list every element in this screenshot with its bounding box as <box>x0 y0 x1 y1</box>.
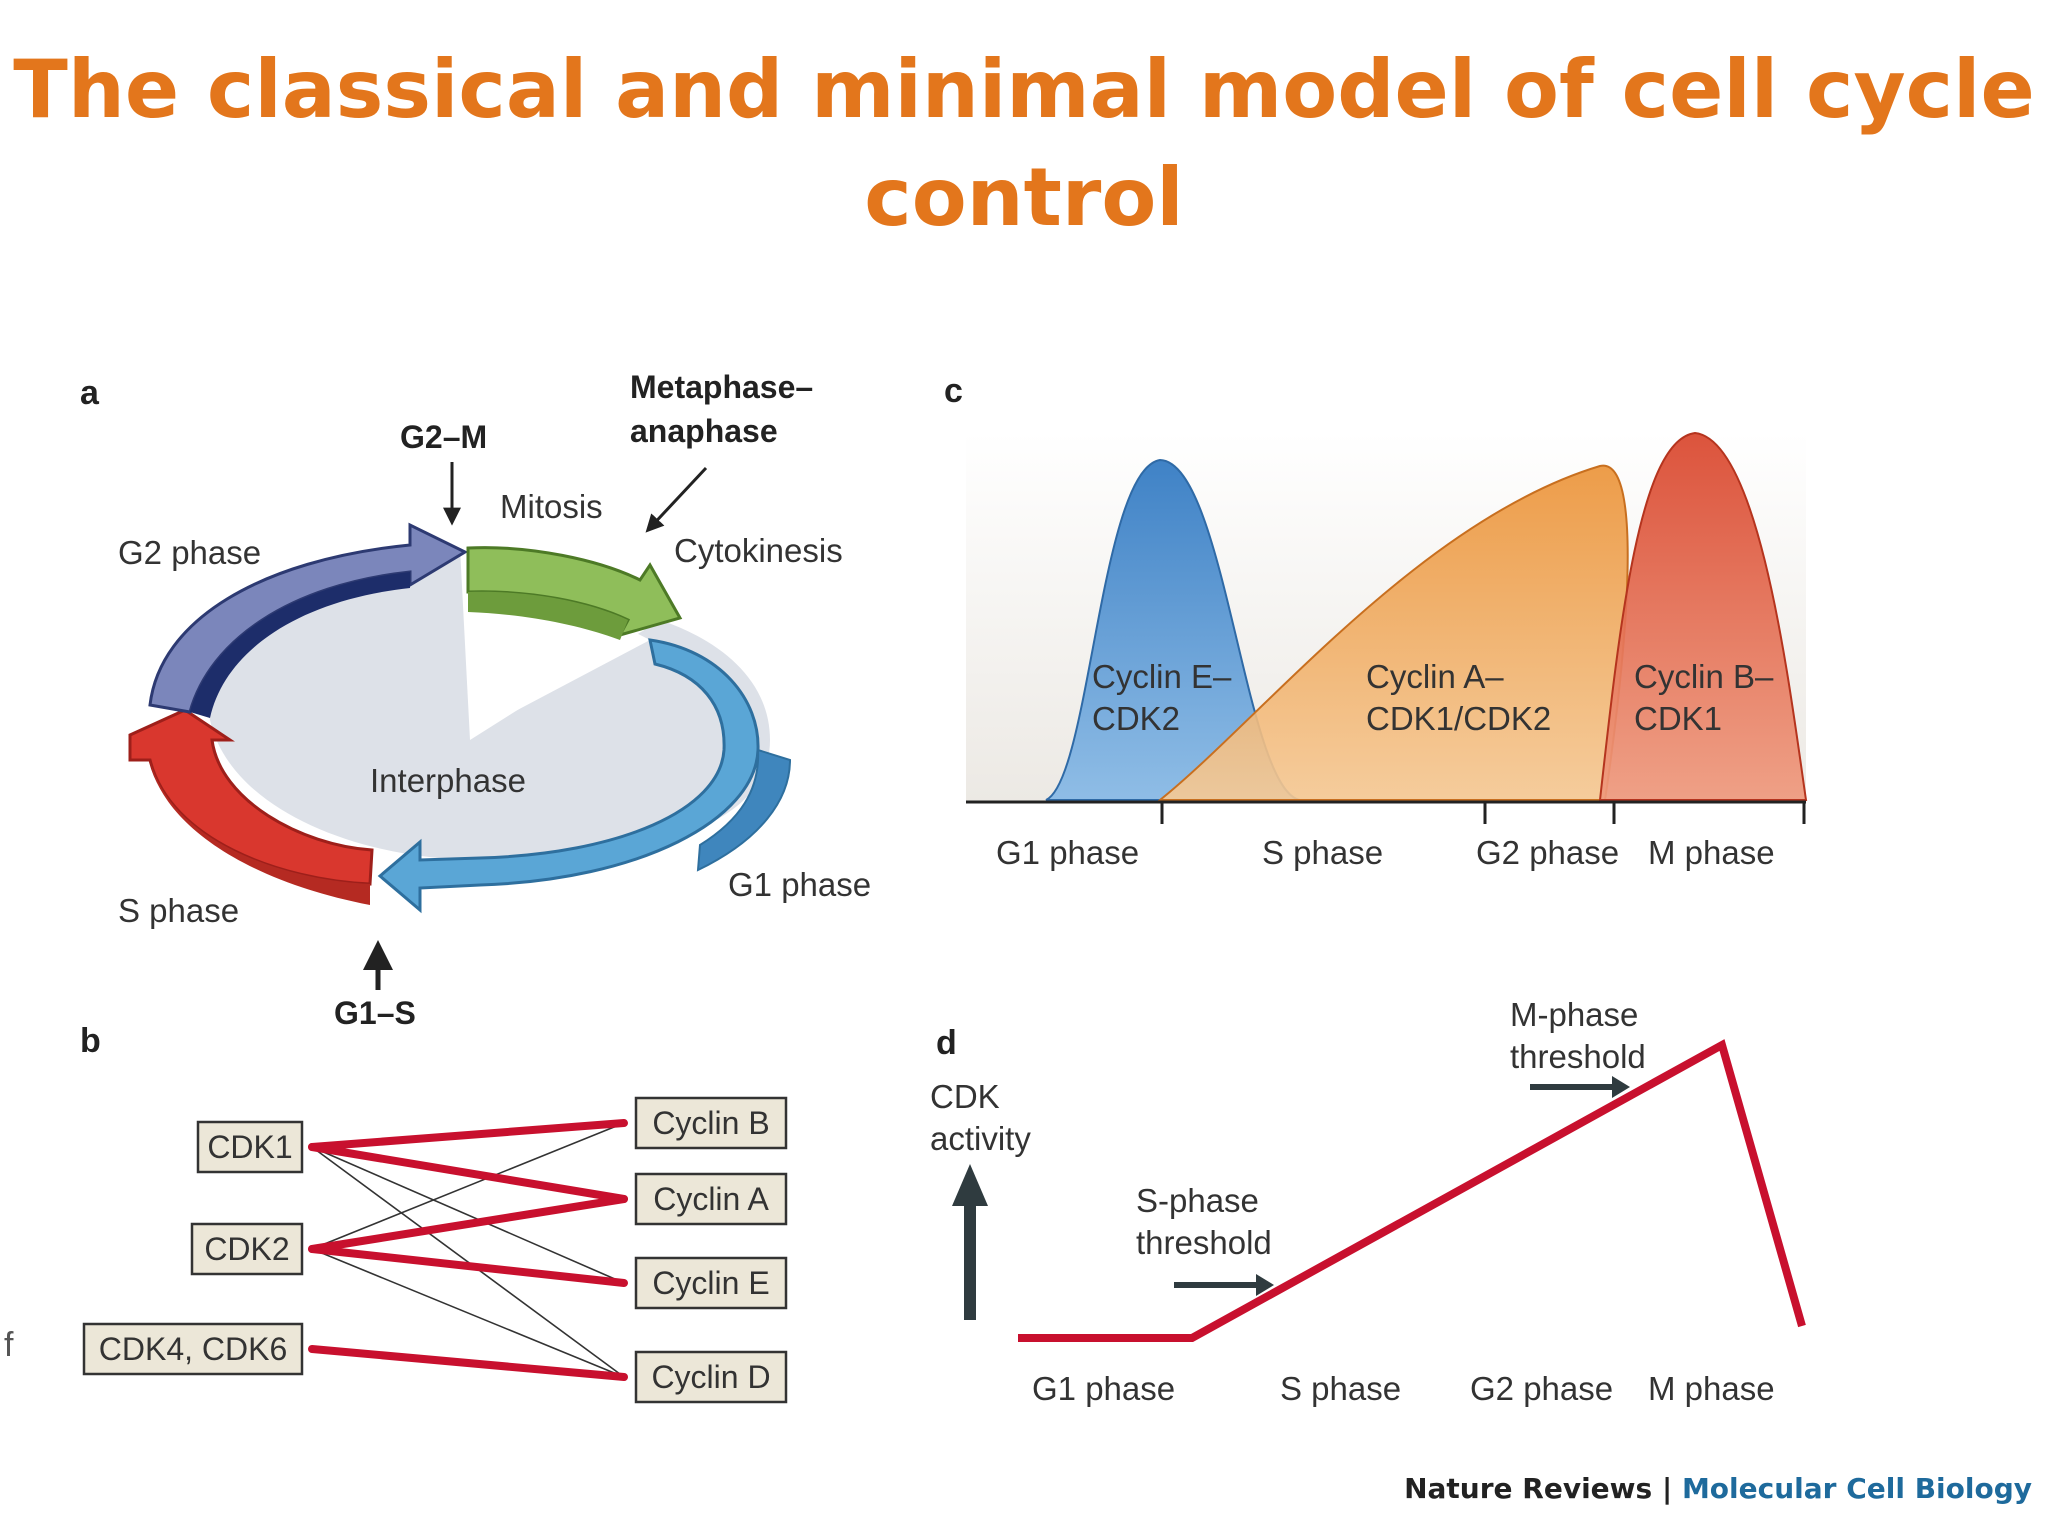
s-threshold-label-1: S-phase <box>1136 1182 1259 1219</box>
stray-mark-f: f <box>4 1326 14 1364</box>
s-phase-arrow-side <box>150 760 370 905</box>
cdk-activity-arrow-head <box>952 1164 988 1206</box>
title-line-2: control <box>864 151 1184 244</box>
primary-link-cdk4-cdk6-cyclin-d <box>308 1345 628 1381</box>
panel-a: a G2–M Metaphase– anaphase G1–S Mitosis … <box>80 369 871 1031</box>
primary-link-cdk2-cyclin-a <box>308 1195 628 1253</box>
panel-d-letter: d <box>936 1024 957 1062</box>
cyclin-box-cyclin-b <box>634 1096 788 1150</box>
cdk-label-cdk4-cdk6: CDK4, CDK6 <box>99 1331 288 1367</box>
metaphase-anaphase-arrow <box>645 466 708 533</box>
minor-link-cdk1-cyclin-e <box>311 1146 625 1284</box>
g2-phase-arrow-side <box>190 572 410 718</box>
cyclin-b-curve <box>1598 431 1808 801</box>
cdk-activity-label-1: CDK <box>930 1078 1000 1115</box>
credit-publisher: Nature Reviews <box>1404 1472 1653 1505</box>
g2m-checkpoint-label: G2–M <box>400 419 487 455</box>
panel-d-phase-m: M phase <box>1648 1370 1775 1407</box>
s-threshold-label-2: threshold <box>1136 1224 1272 1261</box>
g1-phase-label: G1 phase <box>728 866 871 903</box>
metaphase-anaphase-label-1: Metaphase– <box>630 369 813 405</box>
interphase-disc <box>207 548 770 860</box>
m-threshold-label-1: M-phase <box>1510 996 1638 1033</box>
credit-journal: Molecular Cell Biology <box>1681 1472 2032 1505</box>
g1s-checkpoint-label: G1–S <box>334 995 416 1031</box>
cyclin-box-cyclin-a <box>634 1172 788 1226</box>
panel-c-phase-m: M phase <box>1648 834 1775 871</box>
cdk-box-cdk4-cdk6 <box>82 1322 304 1376</box>
minor-link-cdk2-cyclin-b <box>311 1122 625 1250</box>
cyclin-box-cyclin-d <box>634 1350 788 1404</box>
panel-d-phase-s: S phase <box>1280 1370 1401 1407</box>
minor-link-cdk2-cyclin-d <box>311 1248 625 1378</box>
primary-link-cdk1-cyclin-b <box>308 1119 628 1151</box>
mitosis-arrow-side <box>468 591 628 640</box>
page-title: The classical and minimal model of cell … <box>0 36 2048 252</box>
cyclin-b-label-1: Cyclin B– <box>1634 658 1774 695</box>
cdk-box-cdk2 <box>190 1222 304 1276</box>
cyclin-label-cyclin-a: Cyclin A <box>653 1181 769 1217</box>
panel-b-links <box>308 1119 628 1381</box>
cdk-box-cdk1 <box>196 1120 304 1174</box>
mitosis-arrow <box>466 546 683 638</box>
mitosis-label: Mitosis <box>500 488 603 525</box>
m-threshold-arrow <box>1530 1076 1630 1098</box>
cyclin-label-cyclin-b: Cyclin B <box>652 1105 769 1141</box>
cyclin-label-cyclin-d: Cyclin D <box>651 1359 770 1395</box>
figure-credit: Nature Reviews | Molecular Cell Biology <box>1404 1472 2032 1505</box>
m-threshold-label-2: threshold <box>1510 1038 1646 1075</box>
cdk-label-cdk2: CDK2 <box>204 1231 289 1267</box>
s-phase-label: S phase <box>118 892 239 929</box>
panel-c-phase-s: S phase <box>1262 834 1383 871</box>
panel-d: d CDK activity S-phase threshold M-phase… <box>930 996 1806 1407</box>
s-phase-arrow <box>128 708 374 886</box>
cyclin-e-label-1: Cyclin E– <box>1092 658 1232 695</box>
cytokinesis-label: Cytokinesis <box>674 532 843 569</box>
title-line-1: The classical and minimal model of cell … <box>13 43 2035 136</box>
primary-link-cdk2-cyclin-e <box>308 1245 628 1287</box>
cyclin-box-cyclin-e <box>634 1256 788 1310</box>
s-threshold-arrow <box>1174 1274 1274 1296</box>
interphase-label: Interphase <box>370 762 526 799</box>
cyclin-a-label-1: Cyclin A– <box>1366 658 1504 695</box>
primary-link-cdk1-cyclin-a <box>308 1143 628 1203</box>
panel-d-phase-g2: G2 phase <box>1470 1370 1613 1407</box>
cdk-activity-label-2: activity <box>930 1120 1031 1157</box>
panel-c-phase-g2: G2 phase <box>1476 834 1619 871</box>
cyclin-label-cyclin-e: Cyclin E <box>652 1265 769 1301</box>
panel-c-letter: c <box>944 372 963 410</box>
panel-c-phase-g1: G1 phase <box>996 834 1139 871</box>
panel-d-phase-g1: G1 phase <box>1032 1370 1175 1407</box>
cdk-activity-line <box>1018 1039 1806 1342</box>
cdk-activity-arrow-shaft <box>964 1200 976 1320</box>
metaphase-anaphase-label-2: anaphase <box>630 413 778 449</box>
panel-a-letter: a <box>80 374 100 412</box>
g2-phase-label: G2 phase <box>118 534 261 571</box>
panel-b-letter: b <box>80 1022 101 1060</box>
credit-separator: | <box>1661 1472 1673 1505</box>
g1-phase-arrow-side <box>696 748 792 872</box>
cdk-label-cdk1: CDK1 <box>207 1129 292 1165</box>
g1-phase-arrow <box>377 638 760 914</box>
cyclin-b-label-2: CDK1 <box>1634 700 1722 737</box>
cyclin-a-label-2: CDK1/CDK2 <box>1366 700 1551 737</box>
cyclin-e-label-2: CDK2 <box>1092 700 1180 737</box>
panel-c: c Cyclin E– CDK2 Cyclin A– CDK1/CDK2 Cyc… <box>944 372 1808 871</box>
